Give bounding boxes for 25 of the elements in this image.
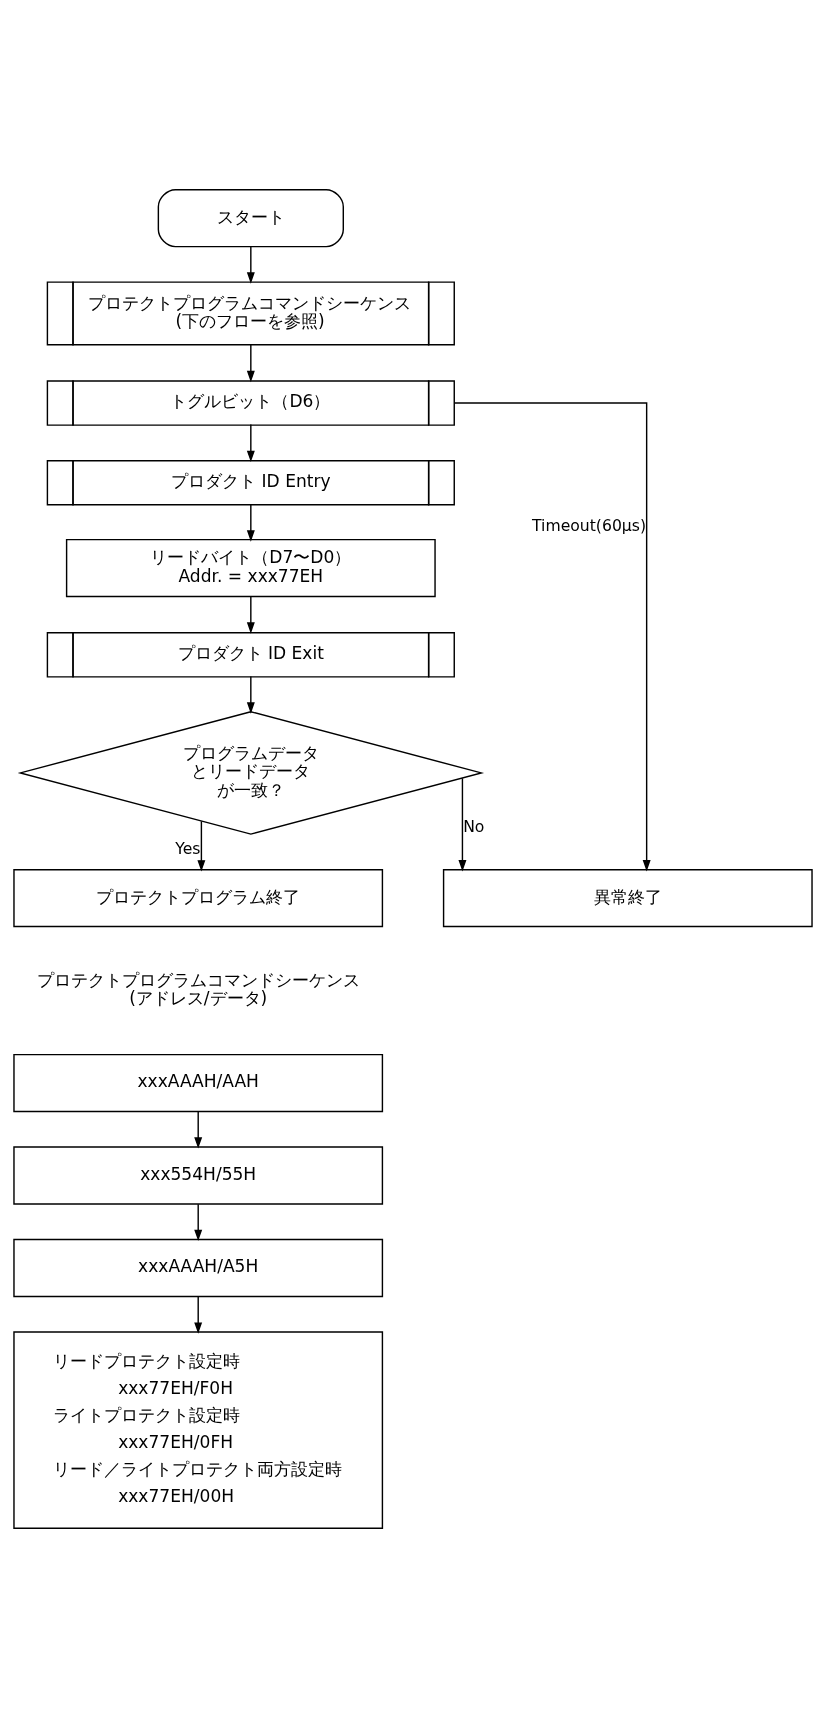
edge-label: No bbox=[463, 817, 485, 837]
node-box: プロテクトプログラム終了 bbox=[13, 868, 384, 928]
arrow bbox=[458, 777, 467, 872]
arrow bbox=[246, 246, 255, 284]
node-box: xxxAAAH/A5H bbox=[13, 1238, 384, 1298]
arrow bbox=[246, 675, 255, 714]
edge-label: Timeout(60μs) bbox=[532, 516, 647, 536]
node-box: 異常終了 bbox=[442, 868, 813, 928]
label: プロテクトプログラムコマンドシーケンス bbox=[36, 969, 360, 990]
node-box: xxxAAAH/AAH bbox=[13, 1053, 384, 1113]
arrow bbox=[194, 1203, 203, 1242]
label: (アドレス/データ) bbox=[129, 988, 268, 1009]
node-box: スタート bbox=[157, 189, 344, 248]
arrow bbox=[246, 503, 255, 542]
arrow bbox=[453, 402, 651, 872]
arrow bbox=[197, 820, 206, 872]
node-box: リードバイト（D7〜D0） Addr. = xxx77EH bbox=[65, 538, 436, 598]
node-box: リードプロテクト設定時 xxx77EH/F0H ライトプロテクト設定時 xxx77EH/0FH リード／ライトプロテクト両方設定時 xxx77EH/00H bbox=[13, 1331, 384, 1529]
node-box: xxx554H/55H bbox=[13, 1146, 384, 1205]
arrow bbox=[194, 1295, 203, 1334]
arrow bbox=[194, 1111, 203, 1149]
arrow bbox=[246, 423, 255, 463]
arrow bbox=[246, 596, 255, 634]
arrow bbox=[246, 344, 255, 383]
edge-label: Yes bbox=[175, 838, 201, 858]
